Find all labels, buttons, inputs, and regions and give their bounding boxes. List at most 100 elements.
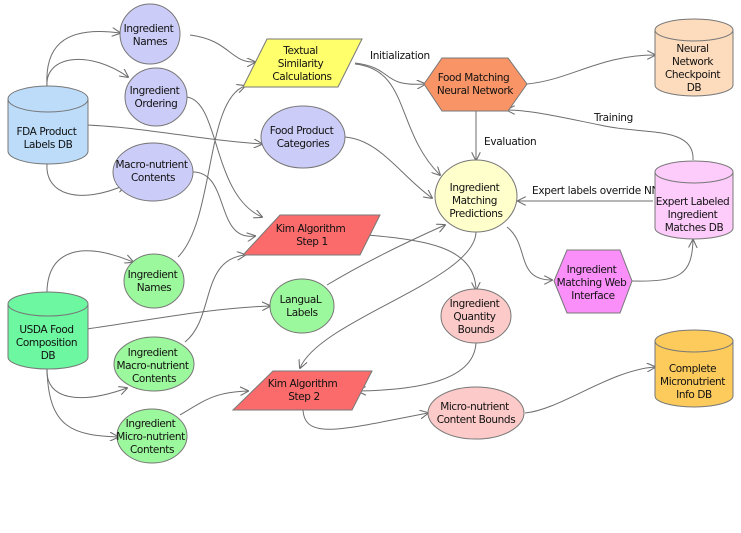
node-fda-macro-nutrient-contents[interactable]: Macro-nutrient Contents [112,142,194,202]
node-neural-network-checkpoint-db[interactable]: Neural Network Checkpoint DB [654,18,734,97]
node-ingredient-matching-web-interface[interactable]: Ingredient Matching Web Interface [553,249,633,314]
edge-label-initialization: Initialization [370,50,430,62]
edge-kim1-to-quantity-bounds [367,234,476,290]
parallelogram-shape [241,214,381,256]
node-usda-food-composition-db[interactable]: USDA Food Composition DB [7,291,89,370]
edge-usda-db-to-langual [86,306,270,330]
node-label: USDA Food Composition DB [16,324,80,362]
edge-fda-db-to-fda-ordering [46,58,128,87]
node-label: Ingredient Macro-nutrient Contents [116,347,191,385]
edge-categories-to-predictions [344,136,432,198]
parallelogram-shape [242,38,363,88]
nodes: FDA Product Labels DB Ingredient Names I… [7,3,734,464]
node-label: Micro-nutrient Content Bounds [437,401,516,426]
edge-textual-to-nn [354,62,425,84]
node-fda-ingredient-names[interactable]: Ingredient Names [119,3,181,65]
node-label: Ingredient Matching Web Interface [557,264,630,302]
edge-predictions-to-web [506,226,552,280]
ellipse-shape [260,105,346,169]
node-label: Food Product Categories [270,125,337,150]
node-fda-product-labels-db[interactable]: FDA Product Labels DB [7,85,89,165]
node-textual-similarity-calculations[interactable]: Textual Similarity Calculations [242,38,363,88]
node-expert-labeled-ingredient-matches-db[interactable]: Expert Labeled Ingredient Matches DB [654,160,734,240]
edge-usda-db-to-usda-micro [46,367,118,437]
edge-fda-names-to-textual [189,34,255,62]
edge-fda-db-to-fda-names [46,32,120,87]
hexagon-shape [423,57,528,112]
node-usda-ingredient-names[interactable]: Ingredient Names [123,253,185,309]
edge-label-expert-override: Expert labels override NN [532,185,659,197]
ellipse-shape [113,336,195,392]
node-label: Macro-nutrient Contents [115,159,190,184]
ellipse-shape [112,142,194,202]
edge-fda-macro-to-kim1 [192,171,255,236]
edge-labels: Initialization Evaluation Training Exper… [370,50,659,197]
edge-label-evaluation: Evaluation [484,136,536,148]
node-label: Kim Algorithm Step 2 [268,378,341,403]
ellipse-shape [116,408,188,464]
edge-usda-names-to-textual [177,86,245,258]
database-cylinder-top [654,329,734,353]
database-cylinder-top [654,18,734,42]
edge-micro-bounds-to-micro-db [524,367,655,414]
node-usda-micro-nutrient-contents[interactable]: Ingredient Micro-nutrient Contents [116,408,188,464]
edge-ordering-to-kim1 [186,96,262,217]
node-label: Ingredient Micro-nutrient Contents [116,418,188,456]
ellipse-shape [434,159,518,233]
ellipse-shape [119,3,181,65]
edge-textual-to-predictions [354,63,440,175]
node-label: Food Matching Neural Network [437,72,515,97]
database-cylinder-icon [654,172,734,240]
database-cylinder-top [654,160,734,184]
node-food-matching-neural-network[interactable]: Food Matching Neural Network [423,57,528,112]
node-label: Expert Labeled Ingredient Matches DB [656,196,733,234]
node-langual-labels[interactable]: LanguaL Labels [269,278,335,334]
database-cylinder-top [7,291,89,317]
node-label: Ingredient Matching Predictions [449,182,502,220]
node-label: Textual Similarity Calculations [272,45,331,83]
node-fda-ingredient-ordering[interactable]: Ingredient Ordering [124,67,188,127]
ellipse-shape [124,67,188,127]
node-label: Ingredient Names [128,269,181,294]
ellipse-shape [440,288,512,344]
database-cylinder-icon [654,341,734,408]
node-ingredient-matching-predictions[interactable]: Ingredient Matching Predictions [434,159,518,233]
node-label: Kim Algorithm Step 1 [276,223,349,248]
node-label: LanguaL Labels [280,294,325,319]
node-label: Complete Micronutrient Info DB [660,363,728,401]
node-micro-nutrient-content-bounds[interactable]: Micro-nutrient Content Bounds [427,386,525,440]
edge-expert-db-to-nn [507,110,694,161]
database-cylinder-icon [7,99,89,165]
edge-fda-db-to-fda-macro [46,163,125,196]
edge-usda-db-to-usda-macro [46,367,127,399]
database-cylinder-icon [7,304,89,370]
ellipse-shape [427,386,525,440]
hexagon-shape [553,249,633,314]
edge-predictions-to-kim2 [300,231,477,368]
node-label: Ingredient Names [124,23,177,48]
edge-usda-micro-to-kim2 [179,391,248,416]
node-usda-macro-nutrient-contents[interactable]: Ingredient Macro-nutrient Contents [113,336,195,392]
node-label: Ingredient Ordering [130,85,183,110]
ellipse-shape [269,278,335,334]
database-cylinder-top [7,85,89,113]
node-kim-algorithm-step-1[interactable]: Kim Algorithm Step 1 [241,214,381,256]
node-label: Neural Network Checkpoint DB [665,43,723,94]
edge-label-training: Training [593,112,633,124]
edge-nn-to-nn-db [526,55,655,85]
node-complete-micronutrient-info-db[interactable]: Complete Micronutrient Info DB [654,329,734,408]
edge-usda-macro-to-kim1 [184,255,245,343]
node-ingredient-quantity-bounds[interactable]: Ingredient Quantity Bounds [440,288,512,344]
node-food-product-categories[interactable]: Food Product Categories [260,105,346,169]
database-cylinder-icon [654,30,734,97]
edge-langual-to-predictions [326,225,445,286]
edge-kim2-to-micro-bounds [302,410,428,430]
parallelogram-shape [231,370,373,411]
edge-usda-db-to-usda-names [46,250,133,299]
edge-quantity-bounds-to-kim2 [358,341,477,391]
node-label: Ingredient Quantity Bounds [450,298,503,336]
node-kim-algorithm-step-2[interactable]: Kim Algorithm Step 2 [231,370,373,411]
ellipse-shape [123,253,185,309]
edges [46,32,694,437]
